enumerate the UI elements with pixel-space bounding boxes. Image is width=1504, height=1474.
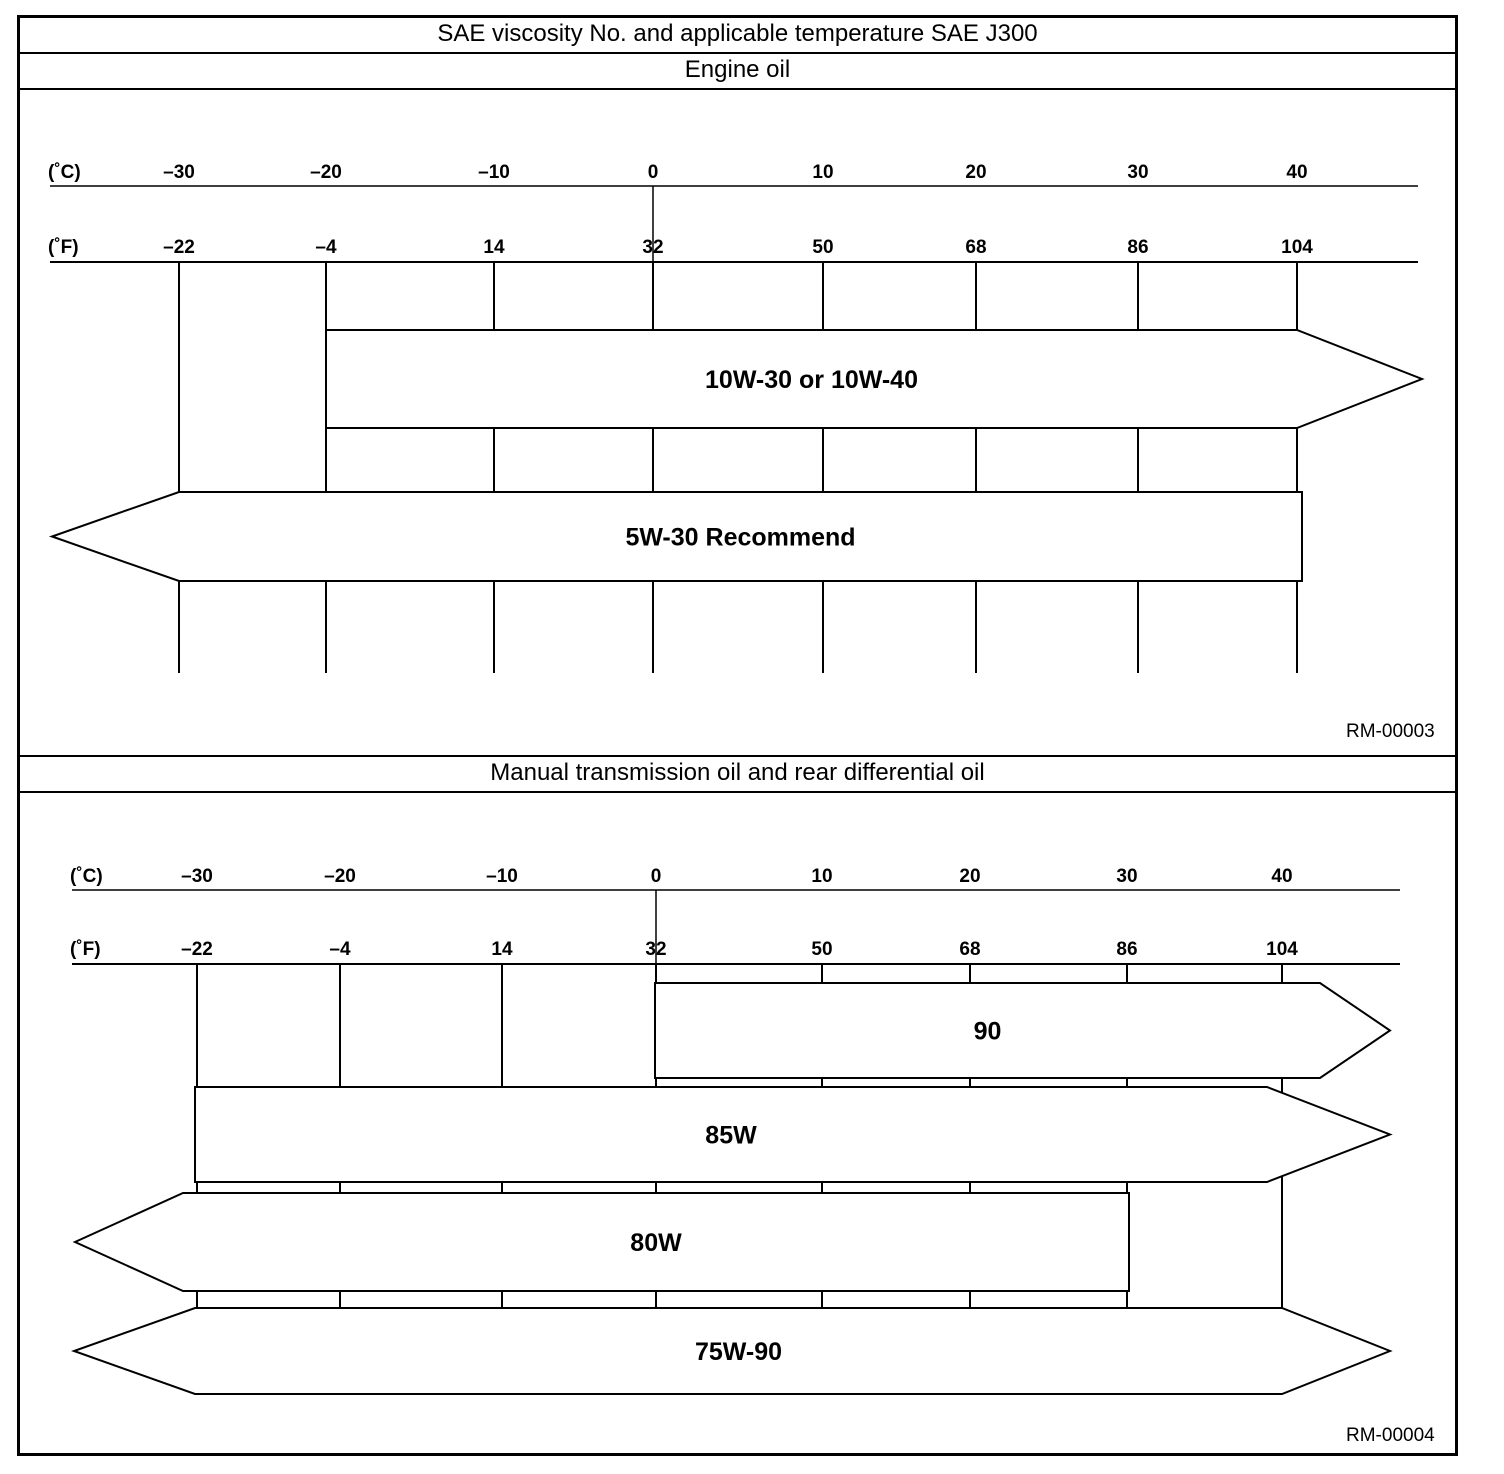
viscosity-range-arrow: [71, 1307, 1393, 1395]
celsius-tick-label: –20: [310, 162, 342, 183]
fahrenheit-tick-label: 50: [811, 939, 832, 960]
viscosity-grade-label: 90: [974, 1018, 1002, 1046]
fahrenheit-tick-label: 68: [965, 237, 986, 258]
viscosity-grade-label: 10W-30 or 10W-40: [705, 366, 918, 394]
divider: [17, 88, 1458, 90]
viscosity-grade-label: 75W-90: [695, 1338, 782, 1366]
celsius-tick-label: 20: [965, 162, 986, 183]
fahrenheit-unit-label: (˚F): [70, 939, 101, 960]
page-title: SAE viscosity No. and applicable tempera…: [437, 20, 1038, 47]
fahrenheit-tick-label: 32: [642, 237, 663, 258]
viscosity-grade-label: 85W: [705, 1122, 757, 1150]
viscosity-range-arrow: [48, 491, 1303, 582]
viscosity-range-arrow: [654, 982, 1392, 1079]
fahrenheit-unit-label: (˚F): [48, 237, 79, 258]
section-title-transmission-oil: Manual transmission oil and rear differe…: [490, 759, 985, 786]
celsius-tick-label: 40: [1286, 162, 1307, 183]
fahrenheit-tick-label: 14: [483, 237, 505, 258]
viscosity-range-arrow: [325, 329, 1425, 429]
celsius-tick-label: 0: [648, 162, 659, 183]
chart-frame: [17, 15, 1458, 1456]
celsius-tick-label: –30: [181, 866, 213, 887]
engine-oil-chart: (˚C) (˚F) –30 –20 –10 0 10 20 30 40 –22 –4 14 32 50 68 8…: [48, 162, 1425, 673]
celsius-unit-label: (˚C): [48, 162, 81, 183]
fahrenheit-tick-label: 104: [1281, 237, 1313, 258]
fahrenheit-tick-label: 86: [1127, 237, 1148, 258]
divider: [17, 791, 1458, 793]
fahrenheit-tick-label: 68: [959, 939, 980, 960]
divider: [17, 52, 1458, 54]
celsius-tick-label: 0: [651, 866, 662, 887]
celsius-tick-label: 10: [812, 162, 833, 183]
celsius-tick-label: –30: [163, 162, 195, 183]
celsius-tick-label: 10: [811, 866, 832, 887]
celsius-tick-label: 30: [1127, 162, 1148, 183]
celsius-tick-label: –10: [486, 866, 518, 887]
viscosity-grade-label: 5W-30 Recommend: [625, 524, 855, 552]
reference-code: RM-00004: [1346, 1425, 1435, 1446]
viscosity-range-arrow: [72, 1192, 1130, 1292]
viscosity-range-arrow: [194, 1086, 1393, 1183]
fahrenheit-tick-label: –4: [315, 237, 337, 258]
fahrenheit-tick-label: 32: [645, 939, 666, 960]
fahrenheit-tick-label: –22: [163, 237, 195, 258]
section-title-engine-oil: Engine oil: [684, 56, 791, 83]
fahrenheit-tick-label: 14: [491, 939, 513, 960]
celsius-unit-label: (˚C): [70, 866, 103, 887]
celsius-tick-label: –20: [324, 866, 356, 887]
celsius-tick-label: –10: [478, 162, 510, 183]
celsius-tick-label: 30: [1116, 866, 1137, 887]
fahrenheit-tick-label: –4: [329, 939, 351, 960]
fahrenheit-tick-label: 86: [1116, 939, 1137, 960]
reference-code: RM-00003: [1346, 721, 1435, 742]
fahrenheit-tick-label: 50: [812, 237, 833, 258]
divider: [17, 755, 1458, 757]
celsius-tick-label: 40: [1271, 866, 1292, 887]
celsius-tick-label: 20: [959, 866, 980, 887]
transmission-oil-chart: (˚C) (˚F) –30 –20 –10 0 10 20 30 40 –22 –4 14 32 50 68 8…: [70, 866, 1400, 1395]
fahrenheit-tick-label: 104: [1266, 939, 1298, 960]
fahrenheit-tick-label: –22: [181, 939, 213, 960]
viscosity-grade-label: 80W: [630, 1229, 682, 1257]
